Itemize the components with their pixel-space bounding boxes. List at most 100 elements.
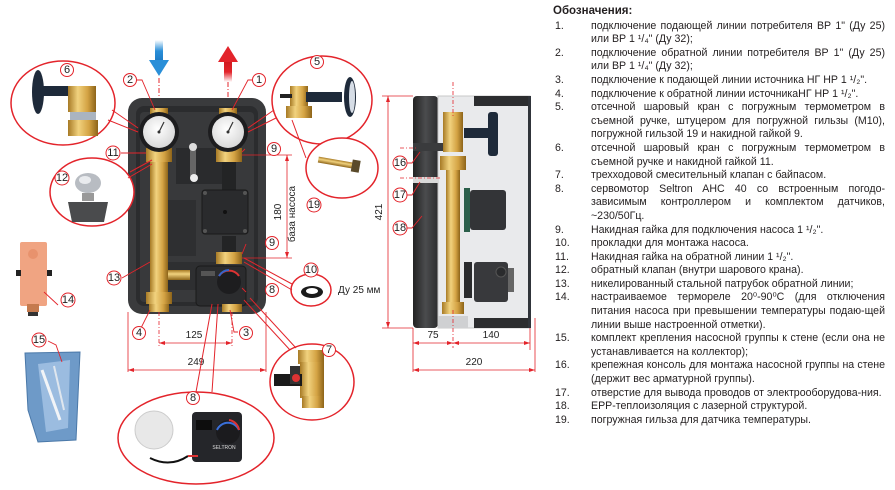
legend-item-number: 8. <box>555 182 564 195</box>
svg-text:11: 11 <box>107 147 118 159</box>
return-flow-arrow <box>149 40 169 108</box>
callout-15: 15 <box>31 332 47 348</box>
legend-item-number: 14. <box>555 291 570 304</box>
callout-5: 5 <box>310 55 324 69</box>
legend-item-number: 6. <box>555 141 564 154</box>
legend-item: 4.подключение к обратной линии источника… <box>553 88 885 102</box>
front-view <box>128 40 266 314</box>
thermostat-relay <box>16 242 52 316</box>
legend-item-text: подключение обратной линии потребителя В… <box>591 46 885 73</box>
supply-thermometer <box>208 112 248 152</box>
svg-text:15: 15 <box>33 334 45 346</box>
legend-item-number: 16. <box>555 359 570 372</box>
detail-gasket <box>243 257 332 307</box>
legend-item: 2.подключение обратной линии потребителя… <box>553 47 885 74</box>
svg-text:10: 10 <box>305 264 317 276</box>
pump-group-diagram: 125 249 180 база насоса <box>10 40 536 485</box>
legend-title: Обозначения: <box>553 5 633 17</box>
legend-item-text: Накидная гайка для подключения насоса 1 … <box>591 223 824 236</box>
callout-19: 19 <box>306 197 322 213</box>
callout-13: 13 <box>106 270 122 286</box>
dim-pump-base-label: база насоса <box>286 185 298 242</box>
callout-3: 3 <box>239 326 253 340</box>
legend-item-number: 10. <box>555 237 570 250</box>
svg-text:19: 19 <box>308 199 320 211</box>
legend-item: 15.комплект крепления насосной группы к … <box>553 332 885 359</box>
legend-item-number: 18. <box>555 400 570 413</box>
servomotor-front <box>195 265 247 307</box>
circulation-pump <box>201 189 249 235</box>
legend: Обозначения: 1. подключение подающей лини… <box>553 5 885 427</box>
legend-item-number: 9. <box>555 223 564 236</box>
legend-item-number: 19. <box>555 413 570 426</box>
legend-item-text: Накидная гайка на обратной линии 1 ¹/₂". <box>591 250 794 263</box>
dim-height: 421 <box>374 203 385 220</box>
legend-item: 14.настраиваемое термореле 20⁰-90⁰С (для… <box>553 291 885 332</box>
legend-item-number: 11. <box>555 250 569 263</box>
callout-11: 11 <box>105 145 121 161</box>
svg-text:9: 9 <box>271 143 277 155</box>
callout-2: 2 <box>123 73 137 87</box>
svg-text:12: 12 <box>56 172 68 184</box>
legend-item: 9. Накидная гайка для подключения насоса … <box>553 224 885 238</box>
svg-text:5: 5 <box>314 56 320 68</box>
pump-nut-top <box>216 148 242 162</box>
callout-14: 14 <box>60 292 76 308</box>
legend-item-text: подключение к подающей линии источника Н… <box>591 73 868 86</box>
diagram-canvas: 125 249 180 база насоса <box>10 40 536 485</box>
legend-item: 16. крепежная консоль для монтажа насосно… <box>553 359 885 386</box>
side-dimensions <box>382 95 536 372</box>
legend-item-text: отверстие для вывода проводов от электро… <box>591 386 882 399</box>
callout-8-kit: 8 <box>186 391 200 405</box>
legend-item-text: комплект крепления насосной группы к сте… <box>591 332 885 358</box>
dim-connection-spacing: 125 <box>186 330 203 341</box>
callout-10: 10 <box>303 262 319 278</box>
svg-text:1: 1 <box>256 74 262 86</box>
legend-item: 1. подключение подающей линии потребителя… <box>553 20 885 47</box>
legend-item-text: подключение к обратной линии источникаНГ… <box>591 87 859 100</box>
return-thermometer <box>139 112 179 152</box>
dim-side-depth-total: 220 <box>466 357 483 368</box>
dim-front-width: 249 <box>188 357 205 368</box>
dim-side-offset: 75 <box>427 330 439 341</box>
svg-text:4: 4 <box>136 327 142 339</box>
controller-brand-label: SELTRON <box>212 445 236 451</box>
callout-4: 4 <box>132 326 146 340</box>
legend-item-text: трехходовой смесительный клапан с байпас… <box>591 169 827 182</box>
callout-16: 16 <box>392 155 408 171</box>
legend-item-number: 1. <box>555 19 564 32</box>
legend-item-number: 12. <box>555 264 570 277</box>
legend-item-text: отсечной шаровый кран с погружным термом… <box>591 141 885 168</box>
legend-item: 8. сервомотор Seltron AHC 40 со встроенны… <box>553 183 885 224</box>
detail-ball-valve-supply <box>247 55 373 145</box>
svg-text:13: 13 <box>108 272 120 284</box>
legend-item-text: сервомотор Seltron AHC 40 со встроенным … <box>591 182 885 222</box>
return-nut <box>146 148 172 162</box>
svg-text:17: 17 <box>394 189 406 201</box>
svg-text:3: 3 <box>243 327 249 339</box>
legend-list: 1. подключение подающей линии потребителя… <box>553 20 885 428</box>
legend-item-number: 7. <box>555 169 564 182</box>
return-pipe <box>150 160 168 300</box>
side-insulation <box>413 96 438 328</box>
legend-item-text: подключение подающей линии потребителя В… <box>591 19 885 46</box>
detail-mixing-valve <box>243 297 355 421</box>
side-callout-leaders <box>406 151 423 229</box>
legend-item: 19. погружная гильза для датчика температ… <box>553 414 885 428</box>
legend-item: 18. EPP-теплоизоляция с лазерной структур… <box>553 400 885 414</box>
svg-text:8: 8 <box>190 392 196 404</box>
legend-item: 10.прокладки для монтажа насоса. <box>553 237 885 251</box>
legend-item: 12.обратный клапан (внутри шарового кран… <box>553 264 885 278</box>
side-view <box>400 82 531 348</box>
legend-item-text: EPP-теплоизоляция с лазерной структурой. <box>591 400 808 413</box>
svg-text:18: 18 <box>394 222 406 234</box>
legend-item-text: крепежная консоль для монтажа насосной г… <box>591 359 885 386</box>
svg-text:6: 6 <box>64 64 70 76</box>
mounting-console <box>413 143 463 151</box>
callout-9-top: 9 <box>267 142 281 156</box>
callout-7: 7 <box>322 343 336 357</box>
legend-item-text: погружная гильза для датчика температуры… <box>591 413 811 426</box>
wall-mount-kit <box>24 351 81 443</box>
detail-ball-valve-return <box>10 60 139 146</box>
dim-side-depth-inner: 140 <box>483 330 500 341</box>
